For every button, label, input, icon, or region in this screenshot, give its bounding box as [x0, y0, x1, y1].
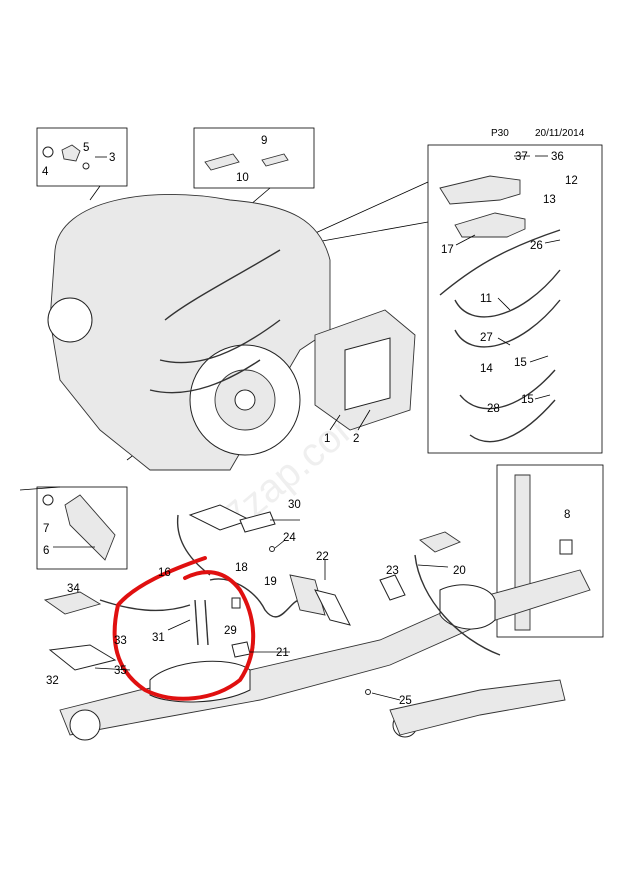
callout-36[interactable]: 36: [551, 151, 564, 163]
callout-5[interactable]: 5: [83, 142, 89, 154]
callout-33[interactable]: 33: [114, 635, 127, 647]
callout-30[interactable]: 30: [288, 499, 301, 511]
callout-8[interactable]: 8: [564, 509, 570, 521]
callout-15a[interactable]: 15: [514, 357, 527, 369]
callout-3[interactable]: 3: [109, 152, 115, 164]
callout-31[interactable]: 31: [152, 632, 165, 644]
ecu-unit: [314, 309, 416, 431]
leader-lines: [53, 155, 561, 701]
callout-1[interactable]: 1: [324, 433, 330, 445]
callout-2[interactable]: 2: [353, 433, 359, 445]
callout-18[interactable]: 18: [235, 562, 248, 574]
callout-37[interactable]: 37: [515, 151, 528, 163]
callout-32[interactable]: 32: [46, 675, 59, 687]
diagram-date: 20/11/2014: [535, 128, 585, 139]
red-highlight-circle: [112, 556, 256, 701]
callout-22[interactable]: 22: [316, 551, 329, 563]
callout-6[interactable]: 6: [43, 545, 49, 557]
callout-13[interactable]: 13: [543, 194, 556, 206]
callout-21[interactable]: 21: [276, 647, 289, 659]
callout-27[interactable]: 27: [480, 332, 493, 344]
callout-16[interactable]: 16: [158, 567, 171, 579]
inset-box-sensors-9-10: [193, 127, 315, 206]
callout-14[interactable]: 14: [480, 363, 493, 375]
exhaust-system: [59, 569, 591, 741]
callout-23[interactable]: 23: [386, 565, 399, 577]
callout-24[interactable]: 24: [283, 532, 296, 544]
callout-25[interactable]: 25: [399, 695, 412, 707]
callout-7[interactable]: 7: [43, 523, 49, 535]
callout-29[interactable]: 29: [224, 625, 237, 637]
callout-10[interactable]: 10: [236, 172, 249, 184]
callout-19[interactable]: 19: [264, 576, 277, 588]
callout-34[interactable]: 34: [67, 583, 80, 595]
callout-28[interactable]: 28: [487, 403, 500, 415]
callout-15b[interactable]: 15: [521, 394, 534, 406]
inset-box-sensor-3: [36, 127, 128, 201]
callout-26[interactable]: 26: [530, 240, 543, 252]
sensor-wiring-lower: [43, 504, 501, 695]
inset-box-wiring-harness: [299, 144, 603, 454]
engine-illustration: [47, 194, 331, 471]
callout-12[interactable]: 12: [565, 175, 578, 187]
callout-labels: 1 2 3 4 5 6 7 8 9 10 11 12 13 14 15 15 1…: [42, 135, 578, 707]
page-code: P30: [491, 128, 509, 139]
callout-4[interactable]: 4: [42, 166, 49, 178]
callout-17[interactable]: 17: [441, 244, 454, 256]
callout-11[interactable]: 11: [480, 293, 492, 305]
callout-35[interactable]: 35: [114, 665, 127, 677]
callout-20[interactable]: 20: [453, 565, 466, 577]
callout-9[interactable]: 9: [261, 135, 267, 147]
